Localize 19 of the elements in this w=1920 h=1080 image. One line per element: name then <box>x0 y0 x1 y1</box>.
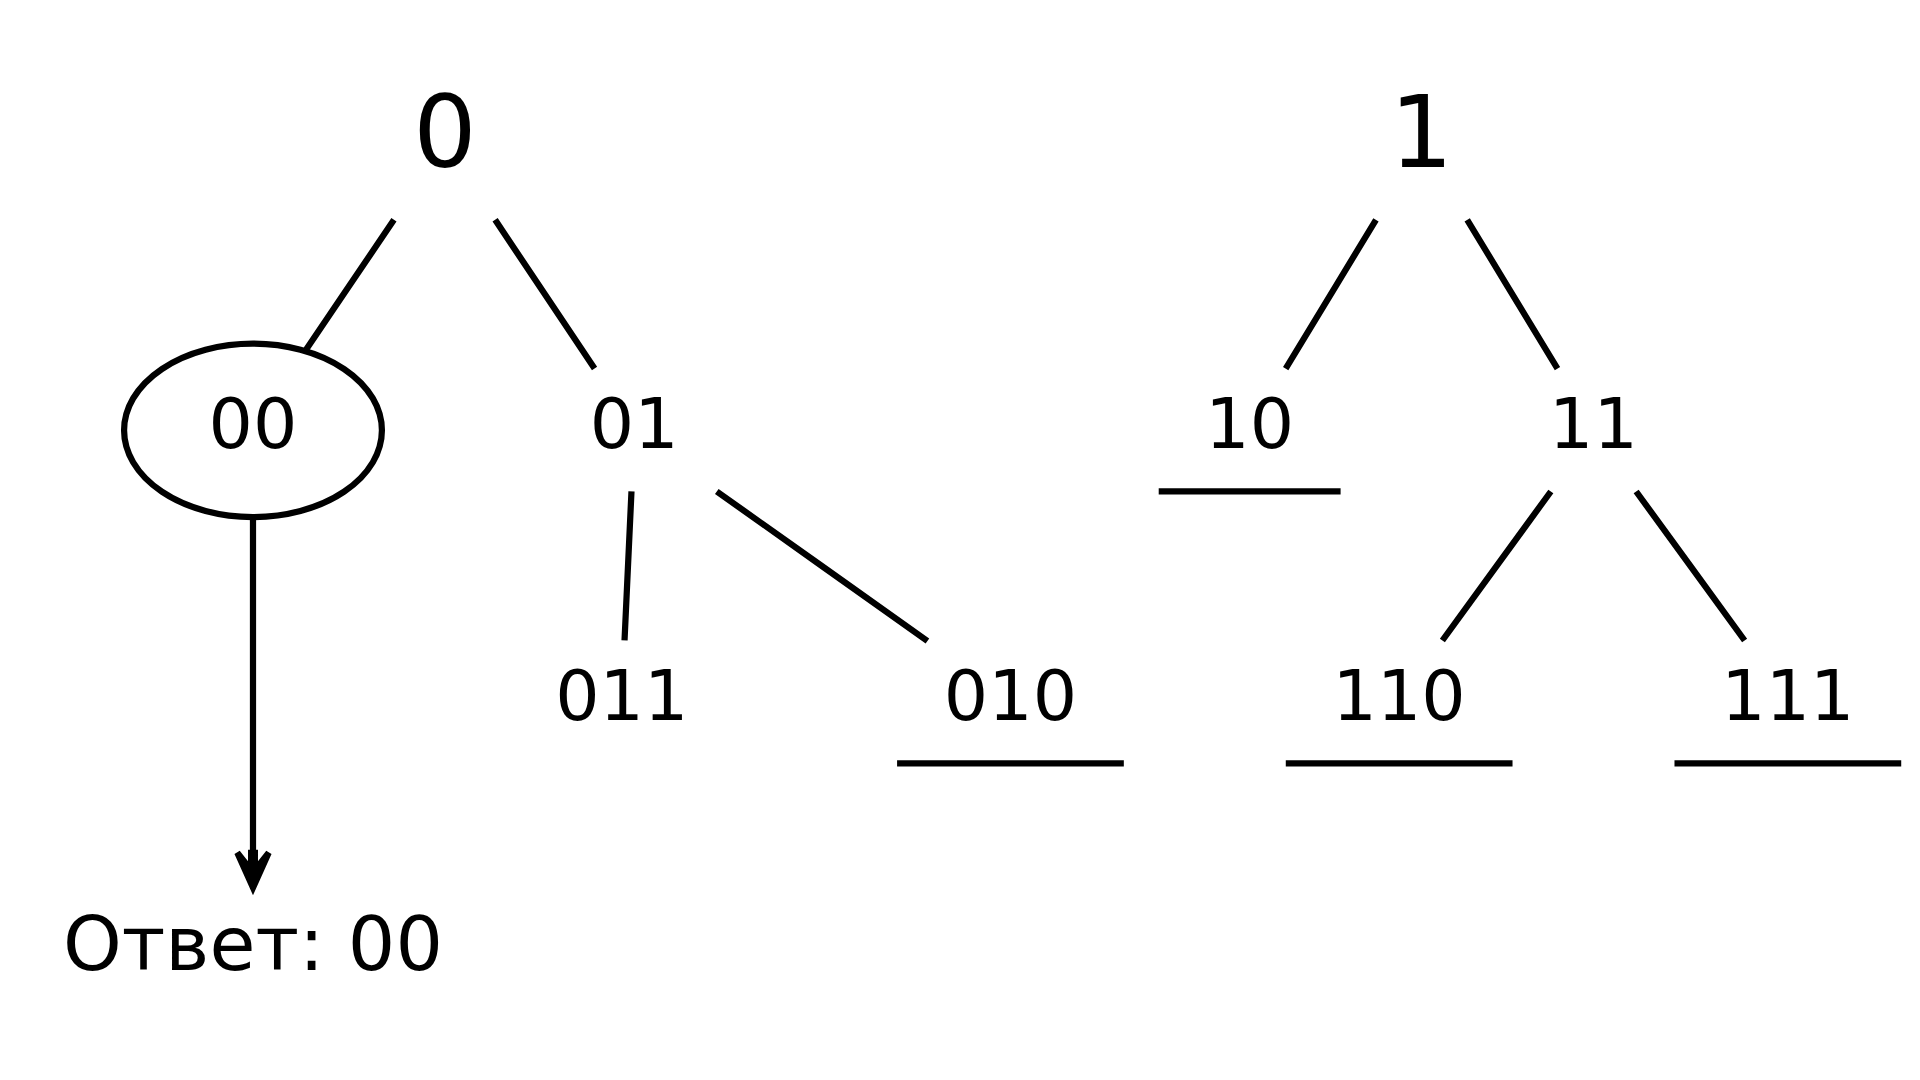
connector <box>1464 218 1561 371</box>
node-ellipse: 00 <box>120 340 386 521</box>
connector <box>1439 489 1554 643</box>
node-text: 110 <box>1332 654 1466 736</box>
node-text: 1 <box>1389 74 1454 192</box>
node-text: Ответ: 00 <box>63 901 443 989</box>
connector <box>1633 489 1748 643</box>
node-text: 10 <box>1205 382 1295 464</box>
node-text: 011 <box>555 654 689 736</box>
node-text: 0 <box>413 74 477 192</box>
node-text: 11 <box>1549 382 1638 464</box>
connector <box>492 218 598 371</box>
connector <box>302 218 397 353</box>
connector <box>1283 218 1379 371</box>
connector <box>621 491 635 641</box>
connector <box>715 488 930 644</box>
node-text: 010 <box>943 654 1078 736</box>
node-text: 01 <box>589 382 679 464</box>
node-text: 111 <box>1721 654 1855 736</box>
